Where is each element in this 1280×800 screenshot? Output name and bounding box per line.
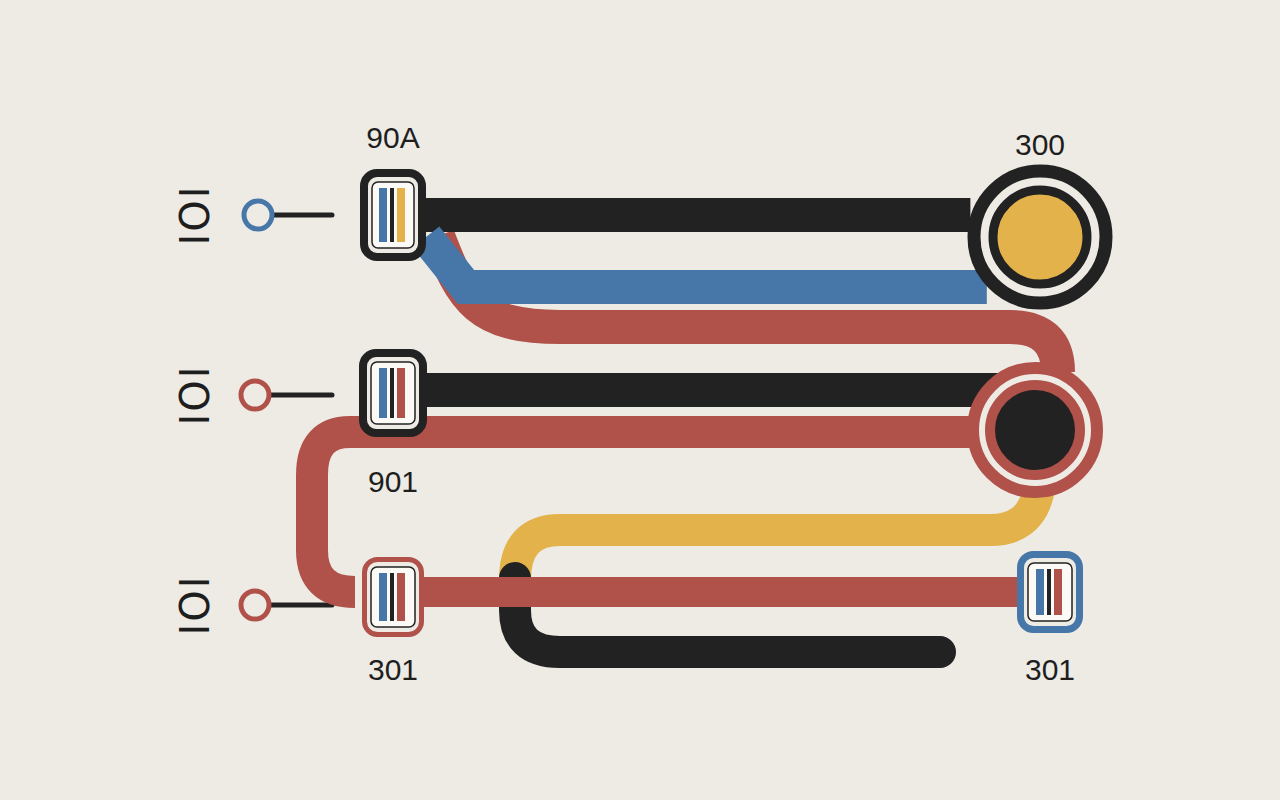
yellow-cable: [515, 480, 1040, 580]
connector-circle: 300: [967, 164, 1113, 310]
side-label: IOI: [175, 184, 215, 245]
pin-symbol: [241, 381, 332, 409]
part-number: 901: [368, 467, 418, 497]
side-label: IOI: [175, 574, 215, 635]
part-number: 301: [368, 655, 418, 685]
part-number: 90A: [366, 123, 419, 153]
connector-plug: 901: [359, 349, 427, 437]
connector-plug: 301: [362, 557, 424, 637]
part-number: 301: [1025, 655, 1075, 685]
connector-ring: [973, 368, 1097, 492]
connector-plug: 90A: [360, 169, 426, 261]
shape-outline: [1017, 551, 1083, 633]
cable: [426, 198, 970, 232]
side-label: IOI: [175, 364, 215, 425]
shape-outline: [967, 164, 1113, 310]
cable: [424, 577, 1017, 607]
part-number: 300: [1015, 130, 1065, 160]
cable: [426, 237, 987, 287]
shape-outline: [359, 349, 427, 437]
shape-outline: [360, 169, 426, 261]
shape-outline: [362, 557, 424, 637]
black-cable: [425, 373, 1000, 407]
connector-plug: 301: [1017, 551, 1083, 633]
pin-symbol: [244, 201, 332, 229]
